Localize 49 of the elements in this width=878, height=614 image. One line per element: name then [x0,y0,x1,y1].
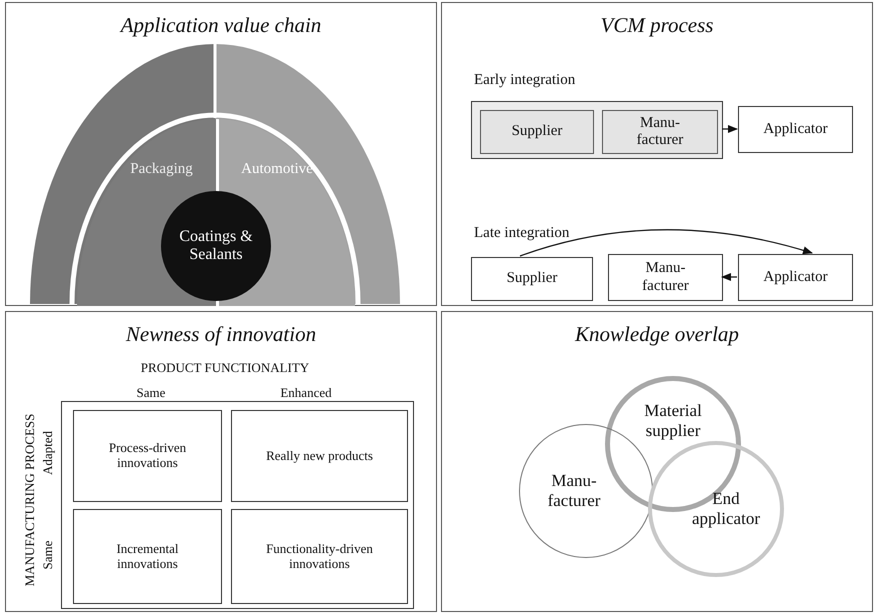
axis-label: PRODUCT FUNCTIONALITY [140,360,310,376]
section-label: Late integration [474,225,570,242]
knowledge-circle [648,441,784,577]
panel [441,2,873,306]
node-label: Supplier [510,123,564,141]
process-box [738,106,853,153]
process-box [231,410,408,502]
node-label: Manu- facturer [636,114,684,150]
node-label: End applicator [691,489,761,529]
node-label: Automotive [241,161,313,178]
panel [5,2,437,306]
arrow [520,229,813,257]
process-box [608,254,723,301]
node-label: Packaging [130,161,193,178]
node-label: Supplier [506,270,558,288]
axis-label: MANUFACTURING PROCESS [22,414,38,586]
axis-label: Same [40,540,56,570]
panel-title: VCM process [600,13,714,38]
node-label: Incremental innovations [115,542,180,572]
node-label: Really new products [265,448,374,464]
group-frame [471,101,723,159]
panel-title: Newness of innovation [126,322,316,346]
arrow [722,125,738,133]
node-label: Applicator [762,268,829,286]
node-label: Process-driven innovations [108,441,188,471]
node-label: Coatings & Sealants [178,228,254,264]
node-label: Functionality-driven innovations [265,542,374,572]
section-label: Early integration [474,72,576,89]
process-box [602,110,718,154]
process-box [231,509,408,604]
axis-label: Enhanced [280,385,332,401]
node-label: Manu- facturer [641,260,690,295]
panel [5,311,437,612]
process-box [480,110,594,154]
node-label: Manu- facturer [546,471,602,511]
panel-title: Application value chain [120,13,322,38]
process-box [471,257,593,301]
process-box [73,509,222,604]
process-box [73,410,222,502]
node-label: Material supplier [643,401,703,440]
panel-title: Knowledge overlap [575,322,739,346]
panel [441,311,873,612]
arrow [721,273,737,281]
process-box [738,254,853,301]
group-frame [61,401,414,609]
axis-label: Same [136,385,166,401]
axis-label: Adapted [40,430,56,476]
node-label: Applicator [762,120,829,138]
knowledge-circle [605,376,741,512]
